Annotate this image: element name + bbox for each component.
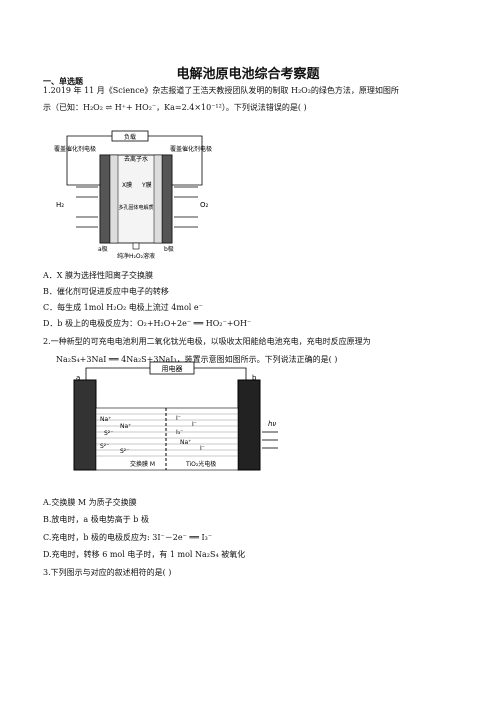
q2-device-label: 用电器 xyxy=(162,364,183,373)
q1-stem-line1: 1.2019 年 11 月《Science》杂志报道了王浩天教授团队发明的制取 … xyxy=(43,86,399,95)
q1-h2: H₂ xyxy=(56,201,64,209)
q2-hv-label: hν xyxy=(268,420,276,428)
q2-right-ion-3: I₃⁻ xyxy=(176,429,183,436)
q2-option-d: D.充电时，转移 6 mol 电子时，有 1 mol Na₂S₄ 被氧化 xyxy=(43,550,246,559)
q2-b-label: b xyxy=(252,374,257,382)
q2-option-b: B.放电时，a 极电势高于 b 极 xyxy=(43,515,149,524)
q1-right-electrode: 覆盖催化剂电极 xyxy=(170,145,212,153)
q2-left-ion-5: S²⁻ xyxy=(120,448,129,455)
q1-option-d: D．b 极上的电极反应为：O₂+H₂O+2e⁻ ══ HO₂⁻+OH⁻ xyxy=(43,319,252,328)
q2-option-c: C.充电时，b 极的电极反应为: 3I⁻－2e⁻ ══ I₃⁻ xyxy=(43,533,213,542)
q2-right-ion-5: I⁻ xyxy=(200,445,205,452)
q1-o2: O₂ xyxy=(200,201,209,209)
section-heading: 一、单选题 xyxy=(43,76,83,86)
q1-membrane-x: X膜 xyxy=(122,181,132,189)
q2-right-ion-1: I⁻ xyxy=(176,415,181,422)
q1-option-c: C．每生成 1mol H₂O₂ 电极上流过 4mol e⁻ xyxy=(43,303,203,312)
q2-left-ion-1: Na⁺ xyxy=(100,416,111,423)
q1-a-label: a极 xyxy=(98,245,108,253)
q2-left-ion-2: Na⁺ xyxy=(120,423,131,430)
q2-battery-diagram: 用电器 a b Na⁺ Na⁺ S²⁻ S²⁻ S²⁻ I⁻ I⁻ I₃⁻ Na… xyxy=(73,361,278,471)
q1-output: 纯净H₂O₂溶液 xyxy=(117,252,155,260)
q1-electrolysis-diagram: 负载 去离子水 X膜 Y膜 多孔固体电解质 覆盖催化剂电极 覆盖催化剂电极 H₂… xyxy=(54,130,212,260)
q1-stem-line2: 示（已知：H₂O₂ ⇌ H⁺+ HO₂⁻，Ka=2.4×10⁻¹²）。下列说法错… xyxy=(43,103,307,112)
q2-stem-line2: Na₂S₄+3NaI ══ 4Na₂S+3NaI₃，装置示意图如图所示。下列说法… xyxy=(56,355,338,364)
q2-stem-line1: 2.一种新型的可充电电池利用二氧化钛光电极，以吸收太阳能给电池充电，充电时反应原… xyxy=(43,337,371,346)
q1-load-label: 负载 xyxy=(124,133,136,141)
q1-center-label: 多孔固体电解质 xyxy=(118,204,153,211)
q1-option-a: A．X 膜为选择性阳离子交换膜 xyxy=(43,271,154,280)
q1-water-in: 去离子水 xyxy=(124,155,148,163)
q1-left-electrode: 覆盖催化剂电极 xyxy=(54,145,96,153)
q2-right-ion-2: I⁻ xyxy=(192,421,197,428)
q1-membrane-y: Y膜 xyxy=(141,181,152,189)
q1-b-label: b极 xyxy=(164,245,174,253)
q2-right-ion-4: Na⁺ xyxy=(180,439,191,446)
q1-option-b: B．催化剂可促进反应中电子的转移 xyxy=(43,287,169,296)
q2-a-label: a xyxy=(76,374,80,382)
q2-left-ion-3: S²⁻ xyxy=(104,430,113,437)
q2-electrode-label: TiO₂光电极 xyxy=(185,460,216,468)
q3-stem: 3.下列图示与对应的叙述相符的是( ) xyxy=(43,568,172,577)
page-title: 电解池原电池综合考察题 xyxy=(176,67,320,82)
q2-option-a: A.交换膜 M 为质子交换膜 xyxy=(43,498,137,507)
q2-membrane-label: 交换膜 M xyxy=(130,460,155,468)
q2-left-ion-4: S²⁻ xyxy=(100,443,109,450)
